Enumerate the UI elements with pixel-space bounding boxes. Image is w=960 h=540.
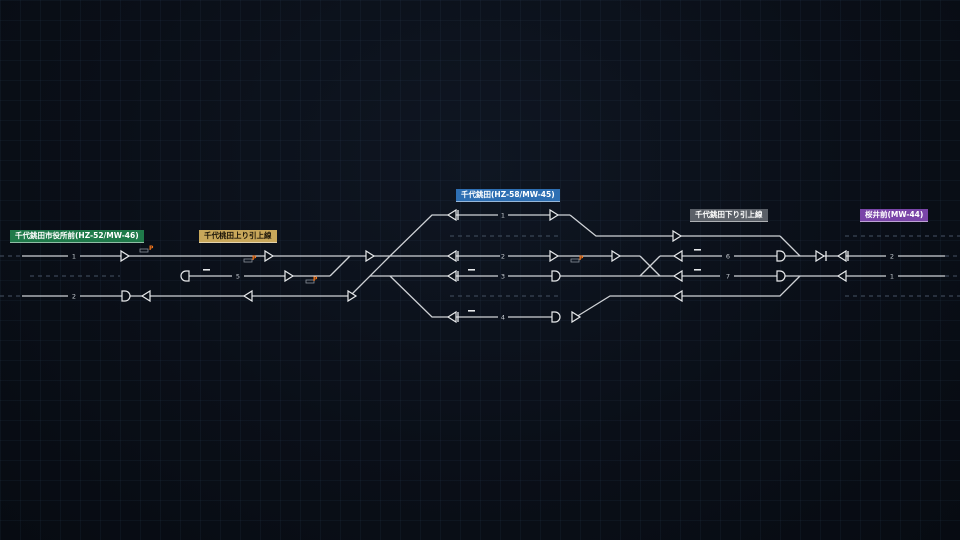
shunt-signal-icon[interactable] <box>121 290 131 302</box>
signal-icon[interactable] <box>446 249 457 263</box>
track-number-east-6: 6 <box>726 253 730 261</box>
track-number-plat-3: 3 <box>501 273 505 281</box>
signal-icon[interactable] <box>611 249 622 263</box>
signal-icon[interactable] <box>446 208 457 222</box>
track-number-plat-1: 1 <box>501 212 505 220</box>
signal-icon[interactable] <box>284 269 295 283</box>
signal-icon[interactable] <box>446 310 457 324</box>
track-plat-4-out[interactable] <box>575 275 801 318</box>
track-plat-4-in[interactable] <box>389 275 498 318</box>
track-kudari-b[interactable] <box>779 235 801 257</box>
signal-icon[interactable] <box>140 289 151 303</box>
device-marker-2: P <box>252 255 257 262</box>
track-number-west-1: 1 <box>72 253 76 261</box>
signal-icon[interactable] <box>446 269 457 283</box>
device-box-3[interactable] <box>305 279 315 284</box>
track-number-siding-5: 5 <box>236 273 240 281</box>
stop-marker-plat-4 <box>468 310 475 312</box>
shunt-signal-icon[interactable] <box>551 311 561 323</box>
device-marker-3: P <box>313 276 318 283</box>
shunt-signal-icon[interactable] <box>776 250 786 262</box>
signal-icon[interactable] <box>264 249 275 263</box>
track-to-kudari[interactable] <box>569 214 690 237</box>
station-label-chiyoshiyakusho[interactable]: 千代銚田市役所前(HZ-52/MW-46) <box>10 230 144 243</box>
crossover-east-b[interactable] <box>639 255 661 277</box>
track-number-plat-2: 2 <box>501 253 505 261</box>
signal-icon[interactable] <box>815 249 826 263</box>
signal-icon[interactable] <box>672 269 683 283</box>
signal-icon[interactable] <box>365 249 376 263</box>
signal-icon[interactable] <box>120 249 131 263</box>
stop-marker-siding <box>203 269 210 271</box>
signal-icon[interactable] <box>672 289 683 303</box>
track-number-west-2: 2 <box>72 293 76 301</box>
signal-icon[interactable] <box>836 249 847 263</box>
device-box-1[interactable] <box>139 248 149 253</box>
device-marker-4: P <box>579 255 584 262</box>
device-marker-1: P <box>149 245 154 252</box>
station-label-chiyochoda[interactable]: 千代銚田(HZ-58/MW-45) <box>456 189 560 202</box>
shunt-signal-icon[interactable] <box>776 270 786 282</box>
station-label-nobori-siding[interactable]: 千代桃田上り引上線 <box>199 230 277 243</box>
signal-icon[interactable] <box>672 229 683 243</box>
signal-icon[interactable] <box>571 310 582 324</box>
track-number-far-east-2: 2 <box>890 253 894 261</box>
track-number-far-east-1: 1 <box>890 273 894 281</box>
stop-marker-plat-3 <box>468 269 475 271</box>
track-number-east-7: 7 <box>726 273 730 281</box>
signal-icon[interactable] <box>672 249 683 263</box>
crossover-siding[interactable] <box>329 255 351 277</box>
station-label-kudari-siding[interactable]: 千代銚田下り引上線 <box>690 209 768 222</box>
signal-icon[interactable] <box>836 269 847 283</box>
stop-marker-east-6 <box>694 249 701 251</box>
signal-icon[interactable] <box>549 249 560 263</box>
shunt-signal-icon[interactable] <box>551 270 561 282</box>
signal-icon[interactable] <box>347 289 358 303</box>
device-box-2[interactable] <box>243 258 253 263</box>
device-box-4[interactable] <box>570 258 580 263</box>
signal-icon[interactable] <box>242 289 253 303</box>
stop-marker-east-7 <box>694 269 701 271</box>
track-number-plat-4: 4 <box>501 314 505 322</box>
shunt-signal-icon[interactable] <box>180 270 190 282</box>
signal-icon[interactable] <box>549 208 560 222</box>
track-plat-1-in[interactable] <box>389 214 498 257</box>
station-label-sakurai[interactable]: 桜井前(MW-44) <box>860 209 929 222</box>
